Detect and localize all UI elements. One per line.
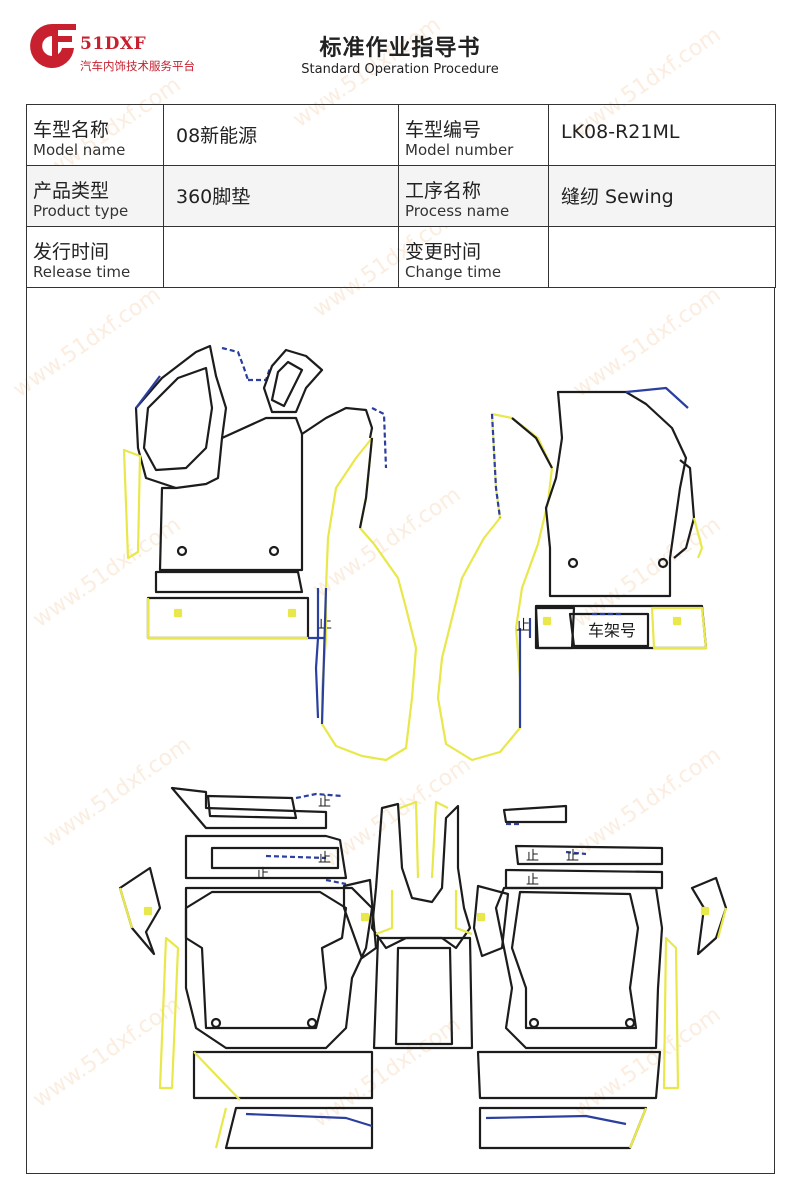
value-cell [163, 226, 399, 288]
stop-mark-label: 止 [318, 795, 331, 810]
product-type-label-en: Product type [33, 202, 129, 220]
info-row: 发行时间 Release time 变更时间 Change time [26, 226, 776, 288]
rear-right-mat [476, 804, 728, 1150]
model-name-label: 车型名称 [33, 119, 110, 141]
page-header: 51DXF 汽车内饰技术服务平台 标准作业指导书 Standard Operat… [0, 0, 800, 100]
label-cell: 产品类型 Product type [26, 165, 164, 227]
value-cell: 08新能源 [163, 104, 399, 166]
label-cell: 变更时间 Change time [398, 226, 549, 288]
model-name-value: 08新能源 [176, 125, 258, 147]
label-cell: 工序名称 Process name [398, 165, 549, 227]
label-cell: 车型名称 Model name [26, 104, 164, 166]
model-number-value: LK08-R21ML [561, 121, 680, 143]
stop-mark-label: 止 [566, 849, 579, 864]
frame-number-label: 车架号 [588, 621, 636, 640]
model-number-label-en: Model number [405, 141, 514, 159]
info-table: 车型名称 Model name 08新能源 车型编号 Model number … [26, 104, 776, 288]
value-cell: 360脚垫 [163, 165, 399, 227]
value-cell: 缝纫 Sewing [548, 165, 776, 227]
label-cell: 发行时间 Release time [26, 226, 164, 288]
stop-mark-label: 止 [526, 849, 539, 864]
rear-left-mat [118, 786, 374, 1150]
change-time-label: 变更时间 [405, 241, 482, 263]
label-cell: 车型编号 Model number [398, 104, 549, 166]
brand-tagline: 汽车内饰技术服务平台 [80, 59, 195, 73]
release-time-label: 发行时间 [33, 241, 110, 263]
product-type-label: 产品类型 [33, 180, 110, 202]
process-name-label-en: Process name [405, 202, 510, 220]
process-name-label: 工序名称 [405, 180, 482, 202]
drawing-frame [26, 288, 775, 1174]
info-row: 车型名称 Model name 08新能源 车型编号 Model number … [26, 104, 776, 166]
stop-mark-label: 止 [256, 867, 269, 882]
front-tunnel-left-piece [320, 436, 418, 762]
page-subtitle: Standard Operation Procedure [301, 62, 499, 77]
model-name-label-en: Model name [33, 141, 126, 159]
page-title: 标准作业指导书 [0, 30, 800, 62]
stop-mark-label: 止 [526, 873, 539, 888]
release-time-label-en: Release time [33, 263, 131, 281]
front-left-mat: 止 [122, 344, 388, 719]
front-right-mat: 车架号 止 [516, 386, 708, 650]
value-cell: LK08-R21ML [548, 104, 776, 166]
change-time-label-en: Change time [405, 263, 502, 281]
value-cell [548, 226, 776, 288]
info-row: 产品类型 Product type 360脚垫 工序名称 Process nam… [26, 165, 776, 227]
floor-mat-pattern-drawing: 止 车架号 止 [118, 344, 728, 1150]
page-title-text: 标准作业指导书 [319, 36, 481, 61]
front-tunnel-right-piece [436, 412, 554, 762]
product-type-value: 360脚垫 [176, 186, 251, 208]
brand-logo-icon [30, 24, 76, 68]
model-number-label: 车型编号 [405, 119, 482, 141]
stop-mark-label: 止 [516, 618, 530, 634]
stop-mark-label: 止 [318, 851, 331, 866]
process-name-value: 缝纫 Sewing [561, 186, 674, 208]
rear-tunnel-piece [342, 800, 510, 1050]
brand-name: 51DXF [80, 34, 147, 54]
